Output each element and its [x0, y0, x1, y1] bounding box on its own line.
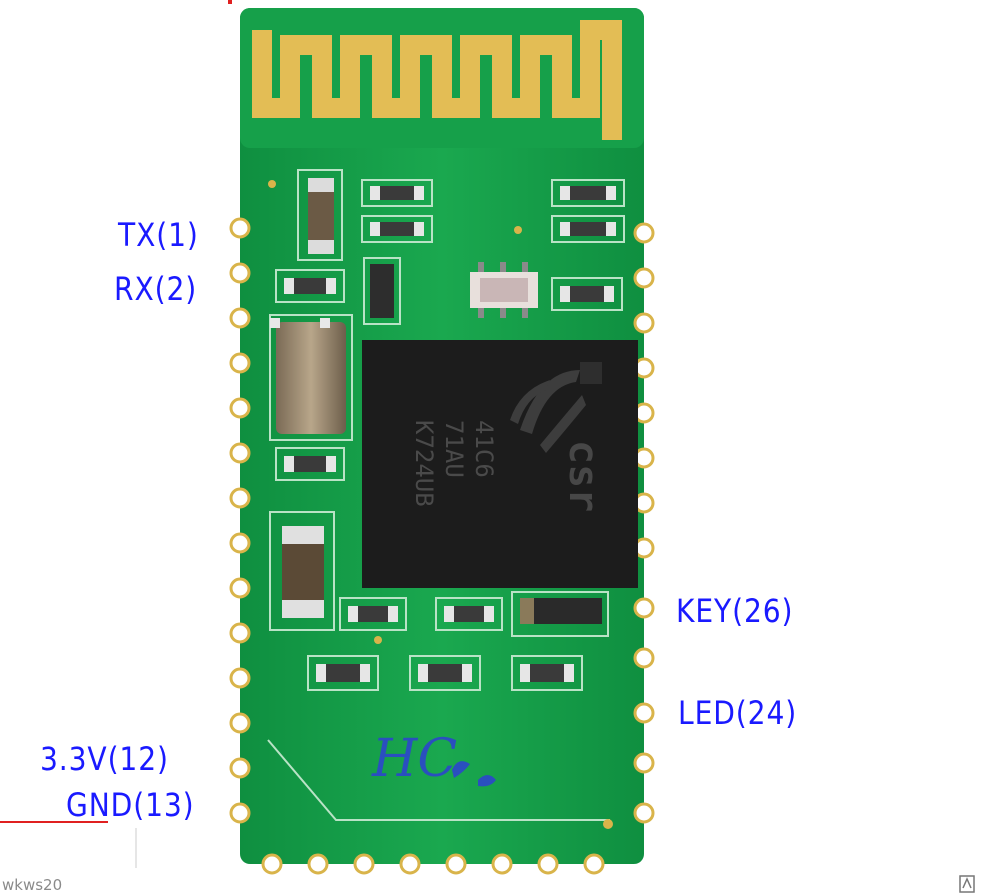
antenna-trace	[252, 20, 622, 140]
chip-brand: csr	[560, 440, 606, 512]
pin-label-rx: RX(2)	[114, 270, 198, 308]
silkscreen-outlines	[267, 169, 625, 821]
crystal-oscillator	[276, 322, 346, 434]
smd-components	[268, 178, 616, 829]
watermark-text: wkws20	[2, 876, 63, 894]
pin-label-led: LED(24)	[678, 694, 798, 732]
bottom-pads	[261, 853, 605, 875]
svg-text:HC: HC	[371, 729, 457, 789]
ebay-watermark-icon	[959, 875, 975, 893]
left-pads	[229, 217, 251, 824]
csr-logo-icon	[510, 370, 586, 453]
pin-label-key: KEY(26)	[676, 592, 794, 630]
red-marker-dot	[228, 0, 232, 4]
hc-logo-icon: HC	[371, 729, 496, 789]
pin-label-tx: TX(1)	[118, 216, 199, 254]
chip-line-3: K724UB	[410, 420, 438, 507]
pin-label-gnd: GND(13)	[66, 786, 195, 824]
pin-label-vcc: 3.3V(12)	[40, 740, 169, 778]
chip-line-1: 41C6	[470, 420, 498, 478]
right-pads	[633, 222, 655, 824]
chip-line-2: 71AU	[440, 420, 468, 478]
